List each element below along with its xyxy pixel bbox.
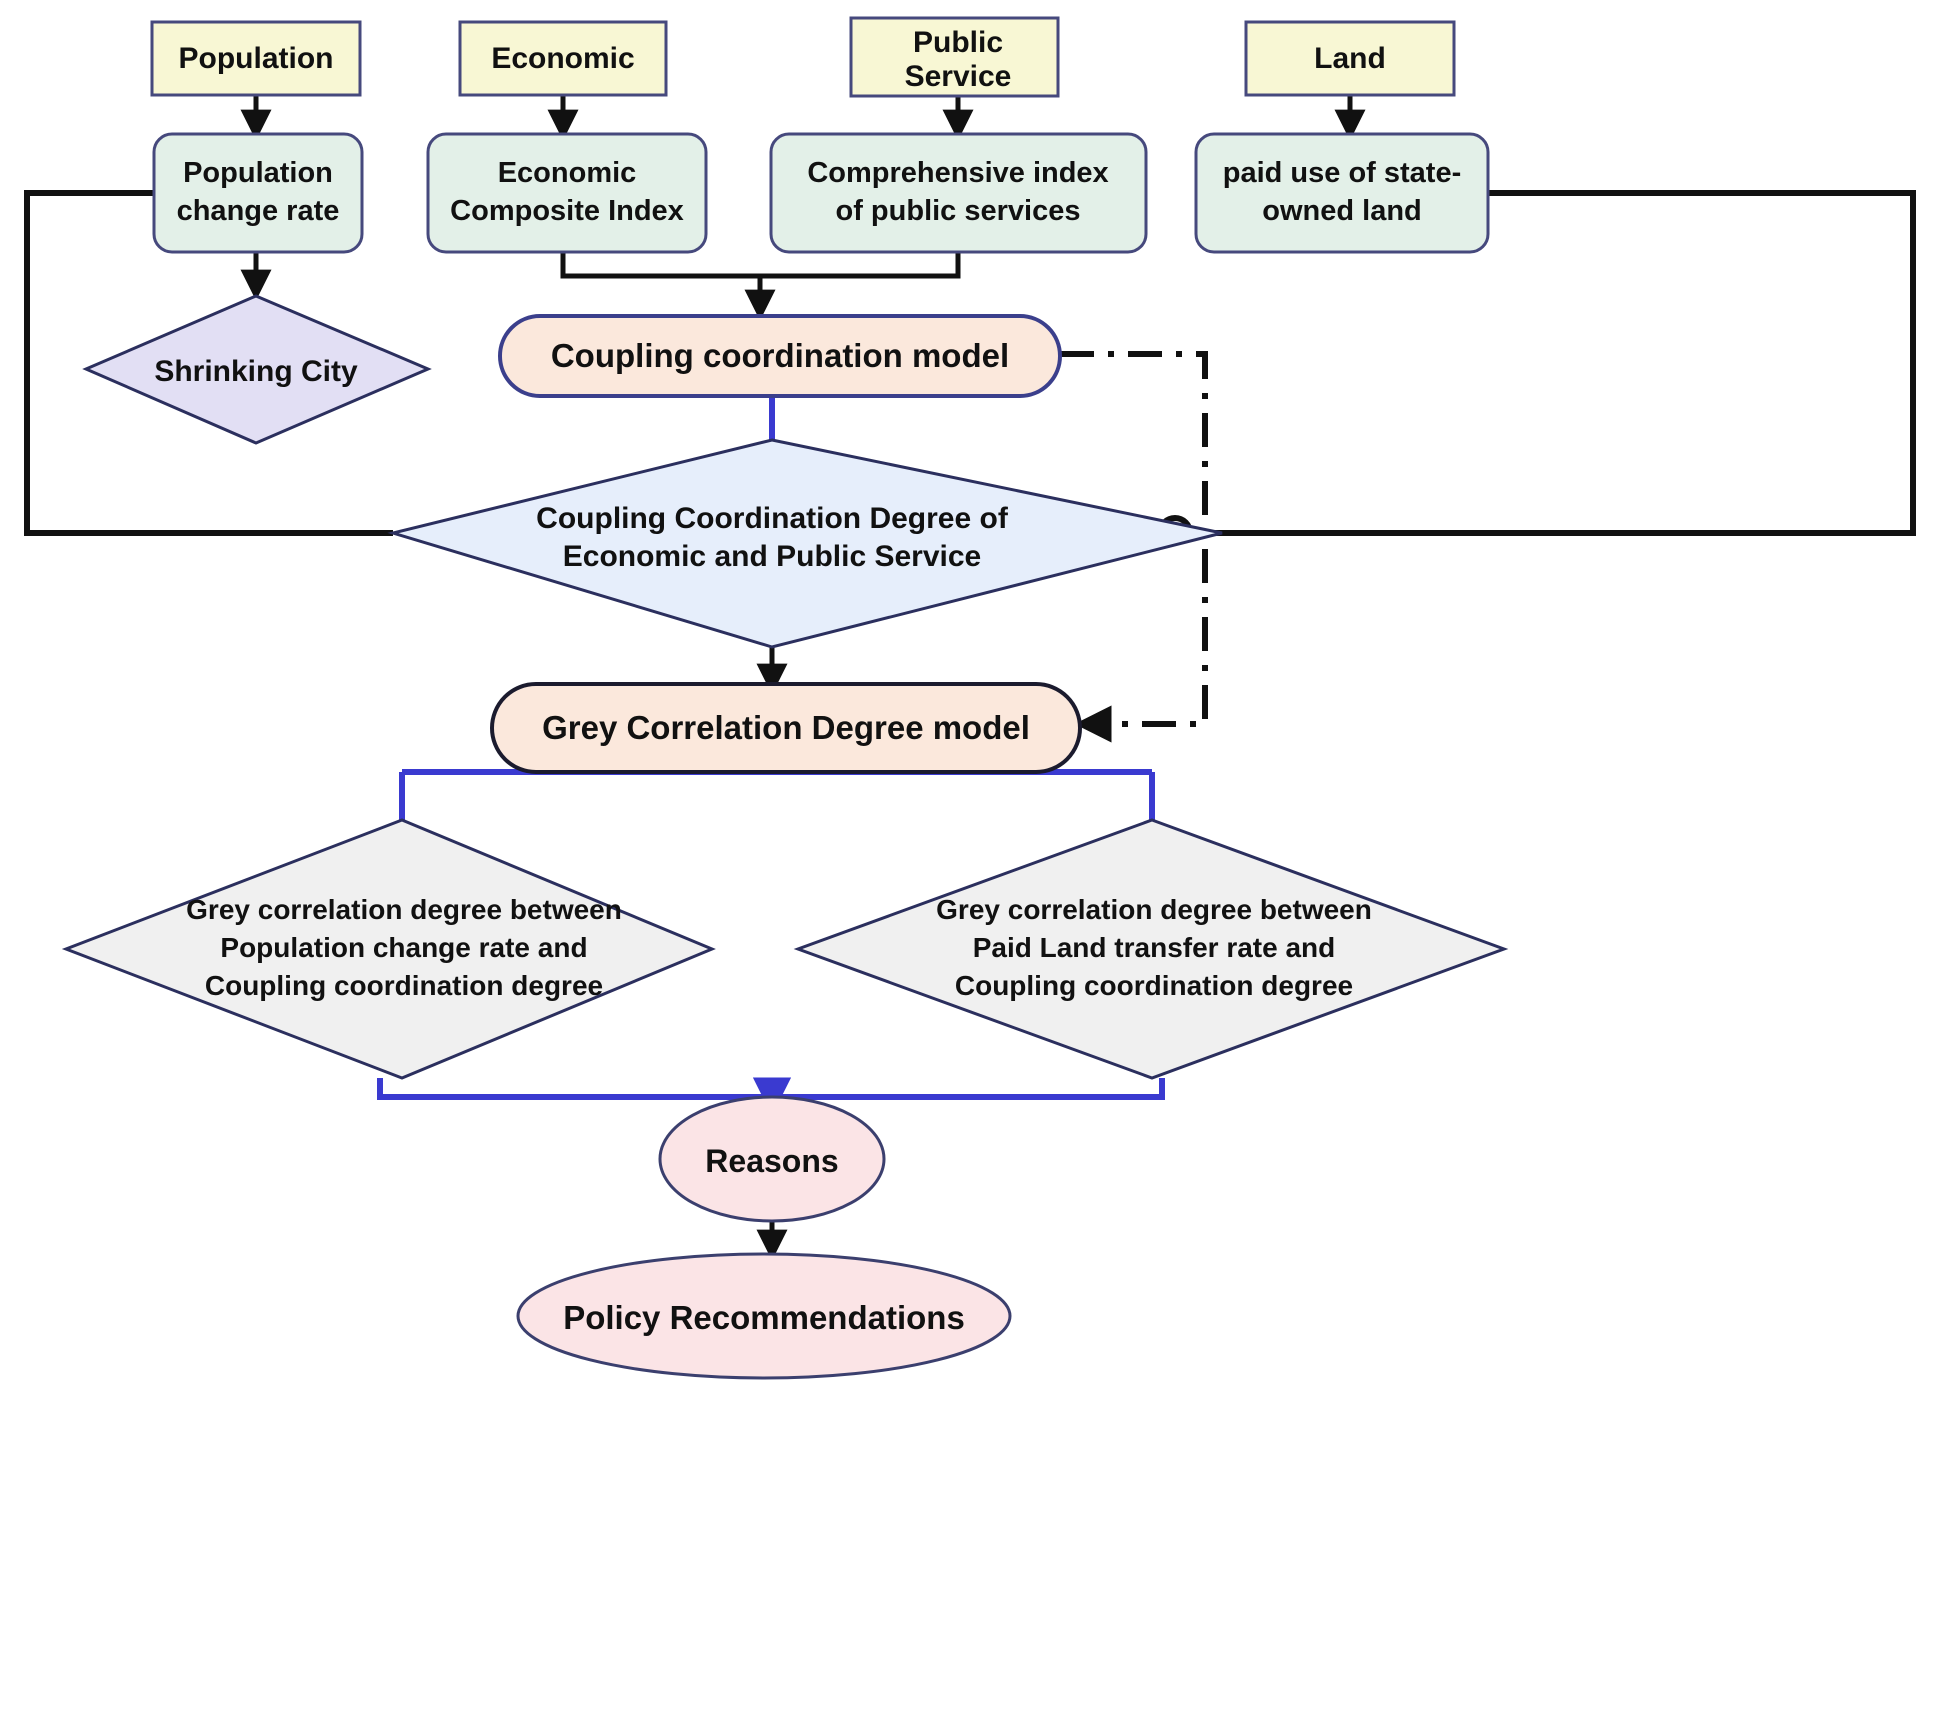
edge-diamonds-to-reasons <box>377 1078 1165 1100</box>
edge-paid-use-right-loop-to-degree <box>1222 190 1916 536</box>
outcome-policy-recommendations-label: Policy Recommendations <box>563 1299 965 1336</box>
node-source-public-service[interactable]: Public Service <box>849 16 1060 98</box>
node-source-economic[interactable]: Economic <box>458 20 668 97</box>
edge-grey-model-to-diamonds <box>399 769 1155 820</box>
indicator-population-change-rate-line2: change rate <box>177 195 340 227</box>
node-outcome-policy-recommendations[interactable]: Policy Recommendations <box>516 1252 1012 1380</box>
node-indicator-population-change-rate[interactable]: Population change rate <box>152 132 364 254</box>
node-decision-coupling-coordination-degree[interactable]: Coupling Coordination Degree of Economic… <box>387 438 1223 649</box>
node-indicator-economic-composite-index[interactable]: Economic Composite Index <box>426 132 708 254</box>
decision-grey-land-line2: Paid Land transfer rate and <box>973 932 1336 963</box>
decision-grey-population-line3: Coupling coordination degree <box>205 970 603 1001</box>
node-model-coupling-coordination[interactable]: Coupling coordination model <box>498 314 1062 398</box>
node-indicator-paid-use-land[interactable]: paid use of state- owned land <box>1194 132 1490 254</box>
connector-layer <box>24 95 1916 1261</box>
edge-rate-left-loop-to-degree <box>24 190 393 536</box>
indicator-economic-composite-index-line2: Composite Index <box>450 195 684 227</box>
indicator-economic-composite-index-line1: Economic <box>498 157 637 189</box>
model-coupling-coordination-label: Coupling coordination model <box>551 337 1009 374</box>
indicator-public-service-index-line1: Comprehensive index <box>807 157 1108 189</box>
outcome-reasons-label: Reasons <box>705 1143 838 1179</box>
node-decision-grey-degree-land[interactable]: Grey correlation degree between Paid Lan… <box>793 818 1509 1080</box>
node-decision-grey-degree-population[interactable]: Grey correlation degree between Populati… <box>61 818 716 1080</box>
node-outcome-reasons[interactable]: Reasons <box>658 1095 886 1223</box>
node-indicator-public-service-index[interactable]: Comprehensive index of public services <box>769 132 1148 254</box>
indicator-public-service-index-line2: of public services <box>836 195 1081 227</box>
indicator-population-change-rate-line1: Population <box>183 157 333 189</box>
source-economic-label: Economic <box>491 42 634 75</box>
indicator-paid-use-land-line1: paid use of state- <box>1223 157 1462 189</box>
node-source-land[interactable]: Land <box>1244 20 1456 97</box>
decision-grey-population-line2: Population change rate and <box>220 932 587 963</box>
node-source-population[interactable]: Population <box>150 20 362 97</box>
node-model-grey-correlation-degree[interactable]: Grey Correlation Degree model <box>490 682 1082 774</box>
source-population-label: Population <box>179 42 334 75</box>
source-public-service-label-line1: Public <box>913 26 1003 59</box>
decision-shrinking-city-label: Shrinking City <box>154 355 358 388</box>
decision-grey-land-line1: Grey correlation degree between <box>936 894 1372 925</box>
source-land-label: Land <box>1314 42 1386 75</box>
source-public-service-label-line2: Service <box>905 60 1012 93</box>
decision-grey-land-line3: Coupling coordination degree <box>955 970 1353 1001</box>
decision-coupling-degree-line2: Economic and Public Service <box>563 540 981 573</box>
decision-coupling-degree-line1: Coupling Coordination Degree of <box>536 502 1009 535</box>
model-grey-correlation-degree-label: Grey Correlation Degree model <box>542 709 1030 746</box>
edge-coupling-model-to-grey-model <box>1060 351 1208 743</box>
decision-grey-population-line1: Grey correlation degree between <box>186 894 622 925</box>
node-decision-shrinking-city[interactable]: Shrinking City <box>82 294 432 445</box>
indicator-paid-use-land-line2: owned land <box>1262 195 1422 227</box>
